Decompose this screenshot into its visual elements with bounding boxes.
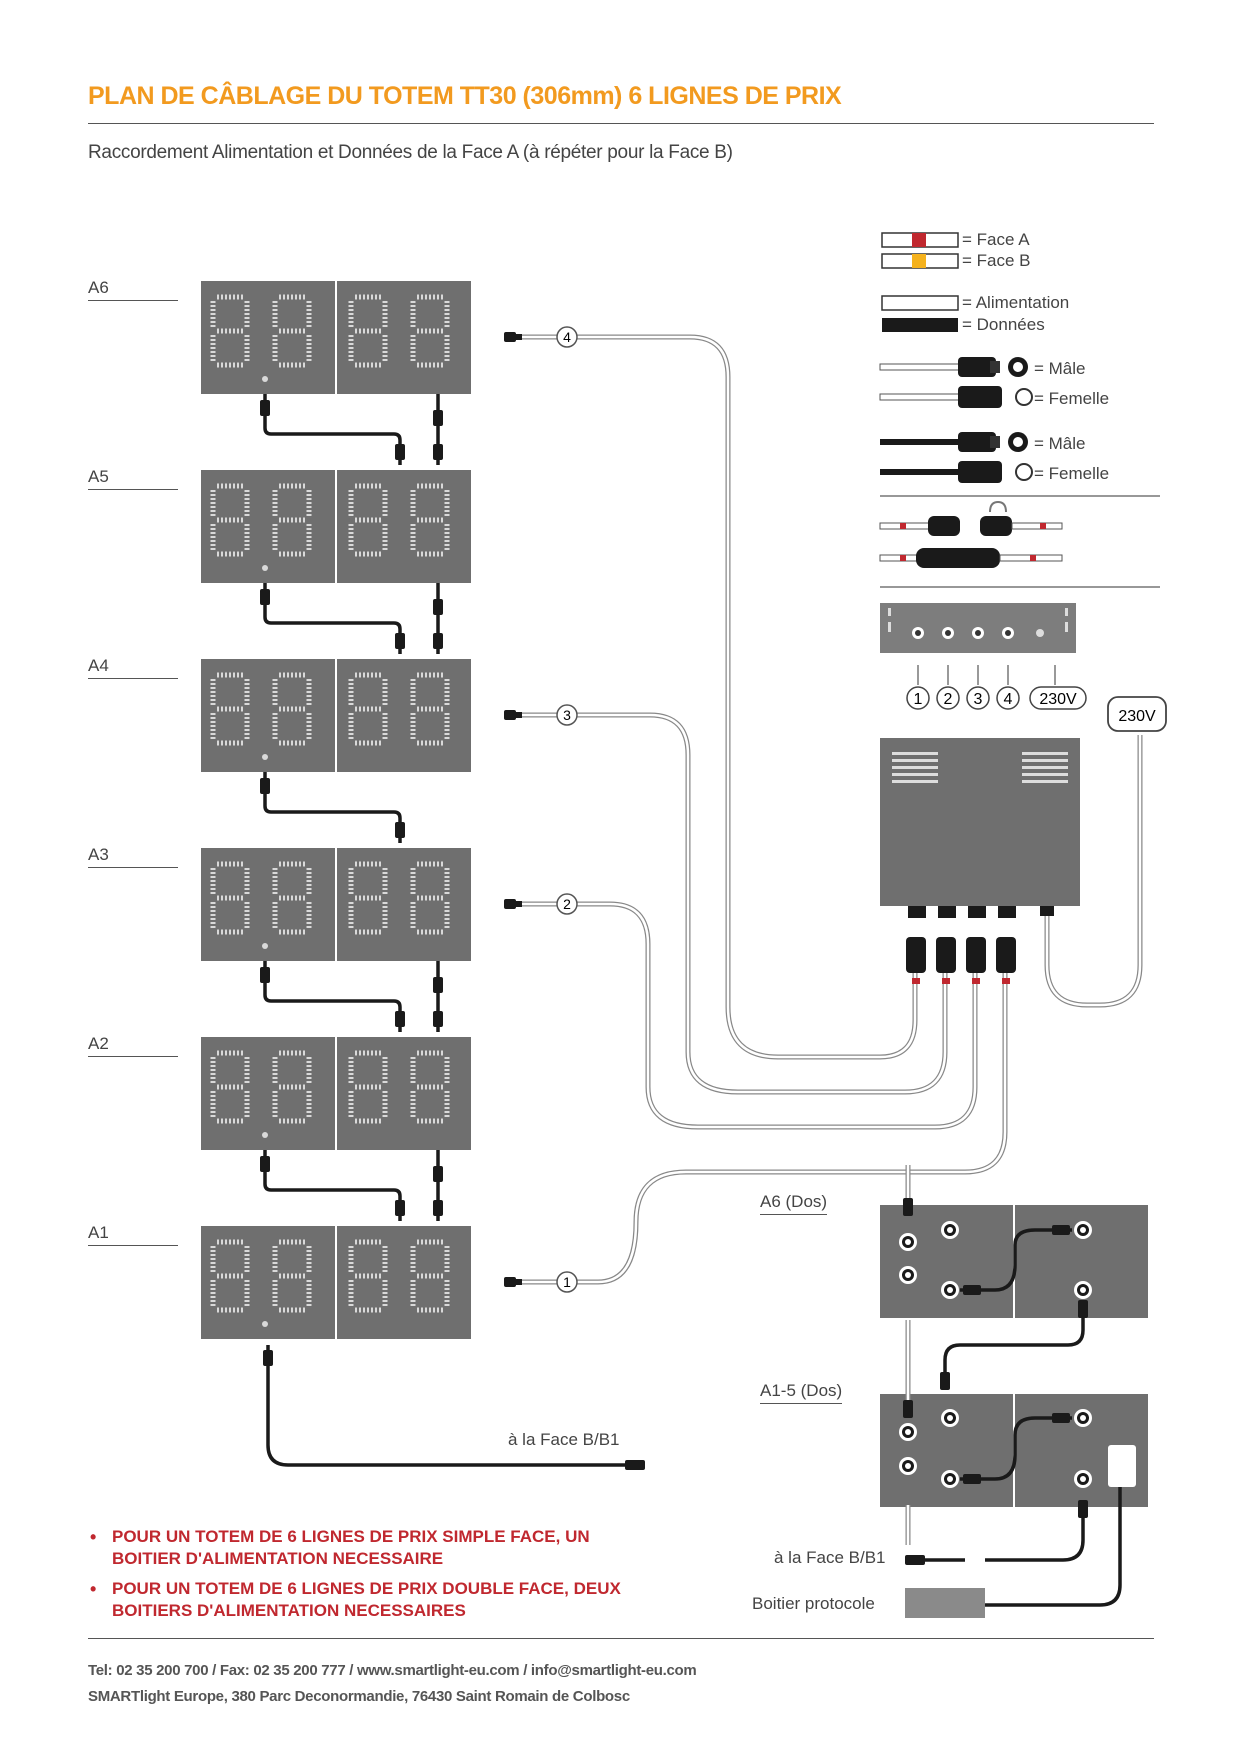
- port-label-230v: 230V: [1039, 691, 1077, 708]
- cable-number-3: 3: [563, 707, 571, 723]
- port-labels: 1 2 3 4 230V: [906, 686, 1087, 710]
- page-title: PLAN DE CÂBLAGE DU TOTEM TT30 (306mm) 6 …: [88, 82, 842, 110]
- display-panel-a5: [201, 470, 471, 583]
- legend-femelle-data: = Femelle: [1034, 464, 1110, 483]
- legend-femelle-power: = Femelle: [1034, 389, 1110, 408]
- cable-number-2: 2: [563, 896, 571, 912]
- back-view-a6: [880, 1205, 1148, 1318]
- protocol-box: [905, 1588, 985, 1618]
- legend: [879, 232, 1160, 588]
- legend-male-power: = Mâle: [1034, 359, 1086, 378]
- port-label-4: 4: [1004, 691, 1013, 708]
- cable-number-1: 1: [563, 1274, 571, 1290]
- note-bullet: •: [90, 1579, 97, 1599]
- title-divider: [88, 123, 1154, 124]
- unit-label-a3: A3: [88, 845, 178, 868]
- display-panel-a6: [201, 281, 471, 394]
- back-label-a6: A6 (Dos): [760, 1192, 828, 1215]
- panel-link-plugs: [260, 400, 645, 1470]
- connector-strip: [880, 603, 1076, 685]
- display-panel-a4: [201, 659, 471, 772]
- legend-male-data: = Mâle: [1034, 434, 1086, 453]
- panel-power-plugs: [504, 332, 522, 1287]
- display-panel-a3: [201, 848, 471, 961]
- unit-label-a2: A2: [88, 1034, 178, 1057]
- unit-label-a4: A4: [88, 656, 178, 679]
- unit-label-a6: A6: [88, 278, 178, 301]
- legend-donnees: = Données: [962, 315, 1045, 334]
- protocol-box-label: Boitier protocole: [752, 1594, 875, 1613]
- note-single-face-text: POUR UN TOTEM DE 6 LIGNES DE PRIX SIMPLE…: [112, 1527, 590, 1568]
- display-panel-a1: [201, 1226, 471, 1339]
- port-label-1: 1: [914, 691, 923, 708]
- mains-plug-label: 230V: [1118, 708, 1156, 725]
- note-single-face: • POUR UN TOTEM DE 6 LIGNES DE PRIX SIMP…: [90, 1526, 650, 1570]
- footer-divider: [88, 1638, 1154, 1639]
- note-bullet: •: [90, 1527, 97, 1547]
- cable-number-markers: 4 3 2 1: [556, 326, 578, 1293]
- footer-address: SMARTlight Europe, 380 Parc Deconormandi…: [88, 1688, 630, 1705]
- face-b-link-label: à la Face B/B1: [508, 1430, 620, 1449]
- back-view-a15: [880, 1394, 1148, 1507]
- legend-face-b: = Face B: [962, 251, 1031, 270]
- port-label-2: 2: [944, 691, 953, 708]
- legend-face-a: = Face A: [962, 230, 1030, 249]
- unit-label-a5: A5: [88, 467, 178, 490]
- note-double-face-text: POUR UN TOTEM DE 6 LIGNES DE PRIX DOUBLE…: [112, 1579, 621, 1620]
- back-label-a15: A1-5 (Dos): [760, 1381, 843, 1404]
- back-view-cables: [905, 1165, 1122, 1607]
- footer-contact: Tel: 02 35 200 700 / Fax: 02 35 200 777 …: [88, 1662, 697, 1679]
- power-leads-inner: [510, 335, 1007, 1284]
- cable-number-4: 4: [563, 329, 571, 345]
- back-face-b-label: à la Face B/B1: [774, 1548, 886, 1567]
- legend-alimentation: = Alimentation: [962, 293, 1070, 312]
- back-view-plugs: [903, 1198, 1088, 1565]
- port-label-3: 3: [974, 691, 983, 708]
- note-double-face: • POUR UN TOTEM DE 6 LIGNES DE PRIX DOUB…: [90, 1578, 650, 1622]
- display-panel-a2: [201, 1037, 471, 1150]
- page-subtitle: Raccordement Alimentation et Données de …: [88, 142, 733, 163]
- unit-label-a1: A1: [88, 1223, 178, 1246]
- power-supply-box: 230V: [880, 696, 1167, 1008]
